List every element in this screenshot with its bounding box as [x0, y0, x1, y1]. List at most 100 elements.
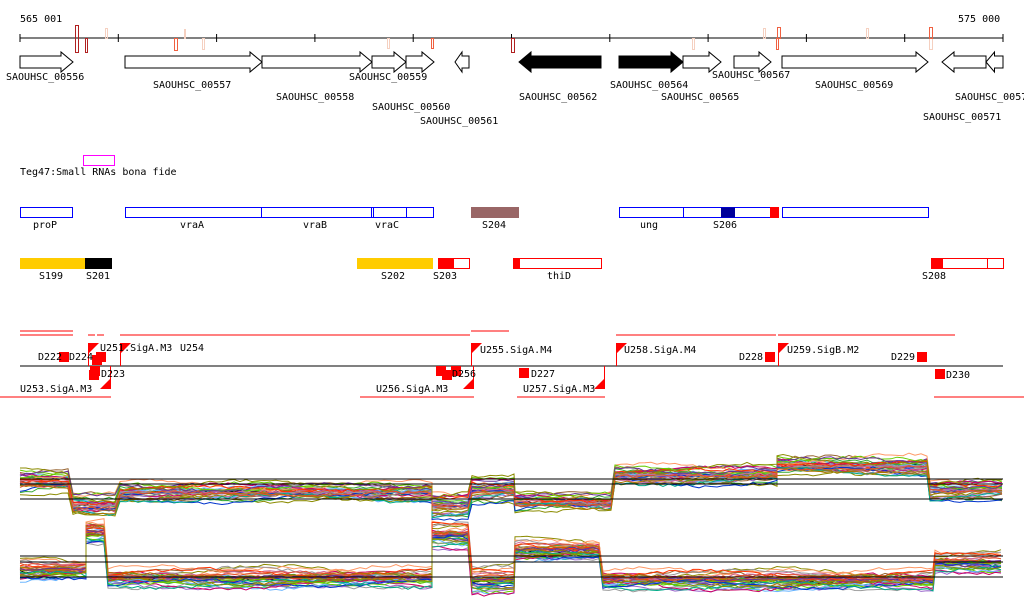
gene-arrow[interactable]	[405, 50, 435, 74]
segment-S202[interactable]	[357, 258, 433, 269]
promoter-label: D229	[891, 352, 915, 363]
operon-feature-vraA[interactable]	[125, 207, 262, 218]
gene-label: SAOUHSC_00558	[276, 92, 354, 103]
expression-profile-line	[19, 537, 1002, 592]
ruler-mark[interactable]	[85, 38, 88, 53]
gene-arrow[interactable]	[682, 50, 722, 74]
ruler-mark[interactable]	[511, 38, 515, 53]
promoter-label: D224	[69, 352, 93, 363]
ruler-mark[interactable]	[692, 38, 695, 50]
operon-feature-proP[interactable]	[20, 207, 73, 218]
ruler-mark[interactable]	[431, 38, 434, 49]
gene-arrow[interactable]	[19, 50, 74, 74]
expression-profile-line	[20, 453, 1003, 504]
segment-S199[interactable]	[20, 258, 85, 269]
promoter-flag[interactable]	[100, 378, 111, 389]
terminator-marker[interactable]	[436, 366, 446, 376]
gene-arrow[interactable]	[618, 50, 684, 74]
ruler-mark[interactable]	[202, 38, 205, 50]
ruler-mark[interactable]	[776, 38, 779, 50]
segment-feature[interactable]	[987, 258, 1004, 269]
expression-profile-line	[19, 467, 1003, 515]
promoter-label: U258.SigA.M4	[624, 345, 696, 356]
promoter-flag[interactable]	[463, 378, 474, 389]
promoter-flag[interactable]	[88, 343, 99, 354]
promoter-flag[interactable]	[778, 343, 789, 354]
promoter-flag[interactable]	[471, 343, 482, 354]
gene-arrow[interactable]	[518, 50, 602, 74]
gene-saouhsc_00571[interactable]: SAOUHSC_00571	[923, 50, 1004, 123]
terminator-marker[interactable]	[765, 352, 775, 362]
ruler-mark[interactable]	[866, 28, 869, 39]
gene-saouhsc_00564[interactable]: SAOUHSC_00564	[610, 50, 688, 91]
gene-saouhsc_00562[interactable]: SAOUHSC_00562	[518, 50, 602, 103]
promoter-label: D228	[739, 352, 763, 363]
segment-track	[20, 258, 1004, 269]
terminator-marker[interactable]	[451, 366, 461, 376]
gene-arrow[interactable]	[985, 50, 1004, 74]
gene-saouhsc_00561[interactable]: SAOUHSC_00561	[420, 50, 498, 127]
promoter-label: D230	[946, 370, 970, 381]
gene-arrow[interactable]	[261, 50, 373, 74]
ruler-mark[interactable]	[174, 38, 178, 51]
gene-arrow[interactable]	[124, 50, 263, 74]
ruler-mark[interactable]	[105, 28, 108, 39]
operon-feature-red[interactable]	[770, 207, 779, 218]
gene-saouhsc_00565[interactable]: SAOUHSC_00565	[661, 50, 739, 103]
gene-saouhsc_00567[interactable]: SAOUHSC_00567	[712, 50, 790, 81]
gene-saouhsc_00556[interactable]: SAOUHSC_00556	[6, 50, 84, 83]
segment-S203[interactable]	[438, 258, 454, 269]
gene-saouhsc_0057[interactable]: SAOUHSC_0057	[941, 50, 1024, 103]
ruler-mark[interactable]	[763, 28, 766, 39]
gene-arrow[interactable]	[781, 50, 929, 74]
gene-saouhsc_00558[interactable]: SAOUHSC_00558	[261, 50, 373, 103]
gene-arrow[interactable]	[371, 50, 407, 74]
expression-profile-line	[19, 465, 1003, 511]
gene-arrow[interactable]	[733, 50, 772, 74]
ruler-mark[interactable]	[777, 27, 781, 39]
terminator-marker[interactable]	[96, 352, 106, 362]
operon-feature-vraC[interactable]	[373, 207, 407, 218]
gene-label: SAOUHSC_00569	[815, 80, 893, 91]
operon-label-proP: proP	[33, 220, 57, 231]
ruler-mark[interactable]	[75, 25, 79, 53]
promoter-label: D227	[531, 369, 555, 380]
small-rna-track-label: Teg47:Small RNAs bona fide	[20, 167, 177, 178]
segment-S201[interactable]	[85, 258, 112, 269]
gene-arrow[interactable]	[454, 50, 470, 74]
ruler-mark[interactable]	[929, 27, 933, 39]
small-rna-feature[interactable]	[83, 155, 115, 166]
operon-feature-S206[interactable]	[721, 207, 735, 218]
expression-profile-line	[20, 533, 1002, 591]
promoter-label: U255.SigA.M4	[480, 345, 552, 356]
operon-feature[interactable]	[406, 207, 434, 218]
ruler-mark[interactable]	[387, 38, 390, 49]
operon-feature[interactable]	[782, 207, 929, 218]
terminator-marker[interactable]	[519, 368, 529, 378]
gene-saouhsc_00557[interactable]: SAOUHSC_00557	[124, 50, 263, 91]
gene-arrow[interactable]	[941, 50, 987, 74]
promoter-flag[interactable]	[616, 343, 627, 354]
operon-feature-ung[interactable]	[619, 207, 684, 218]
operon-feature-vraB[interactable]	[261, 207, 372, 218]
ruler-mark[interactable]	[184, 29, 186, 39]
ruler-start-label: 565 001	[20, 14, 62, 25]
terminator-marker[interactable]	[442, 370, 452, 380]
gene-saouhsc_00559[interactable]: SAOUHSC_00559	[349, 50, 427, 83]
terminator-marker[interactable]	[917, 352, 927, 362]
gene-saouhsc_00569[interactable]: SAOUHSC_00569	[781, 50, 929, 91]
terminator-marker[interactable]	[935, 369, 945, 379]
segment-thiD[interactable]	[513, 258, 602, 269]
gene-label: SAOUHSC_00564	[610, 80, 688, 91]
promoter-flag[interactable]	[594, 378, 605, 389]
terminator-marker[interactable]	[89, 370, 99, 380]
promoter-flag[interactable]	[120, 343, 131, 354]
expression-profile-line	[19, 518, 1002, 579]
gene-saouhsc_00560[interactable]: SAOUHSC_00560	[372, 50, 450, 113]
promoter-label: U259.SigB.M2	[787, 345, 859, 356]
operon-feature-S204[interactable]	[471, 207, 519, 218]
terminator-marker[interactable]	[59, 352, 69, 362]
promoter-label: D223	[101, 369, 125, 380]
